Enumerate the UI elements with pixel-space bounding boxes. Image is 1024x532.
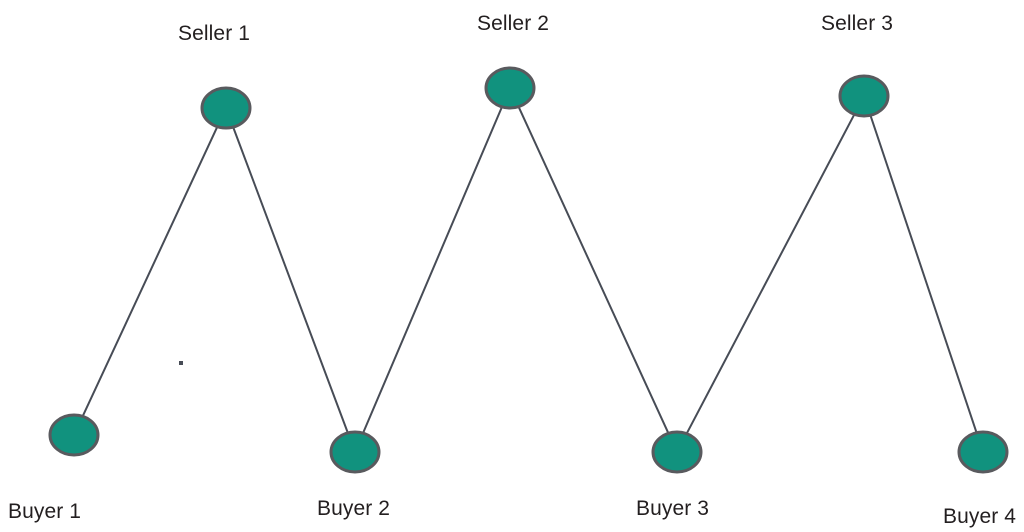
graph-edge[interactable] [869,114,978,434]
graph-node-seller-2[interactable] [484,66,536,110]
node-label-seller-3: Seller 3 [821,12,894,35]
graph-node-seller-3[interactable] [838,74,890,118]
graph-edge[interactable] [81,125,219,418]
graph-edge[interactable] [232,126,349,434]
edges-layer [81,105,978,435]
graph-node-buyer-3[interactable] [651,430,703,474]
graph-node-seller-1[interactable] [200,86,252,130]
node-label-seller-2: Seller 2 [477,12,550,35]
nodes-layer [48,66,1009,474]
node-label-buyer-4: Buyer 4 [943,505,1017,528]
node-label-seller-1: Seller 1 [178,22,251,45]
artifacts-layer [179,361,183,365]
graph-edge[interactable] [685,113,856,435]
node-label-buyer-1: Buyer 1 [8,500,82,523]
graph-edge[interactable] [517,105,670,435]
node-label-buyer-3: Buyer 3 [636,497,710,520]
graph-node-buyer-1[interactable] [48,413,100,457]
node-label-buyer-2: Buyer 2 [317,497,391,520]
graph-node-buyer-2[interactable] [329,430,381,474]
graph-node-buyer-4[interactable] [957,430,1009,474]
graph-edge[interactable] [362,105,503,435]
stray-dot-mark [179,361,183,365]
